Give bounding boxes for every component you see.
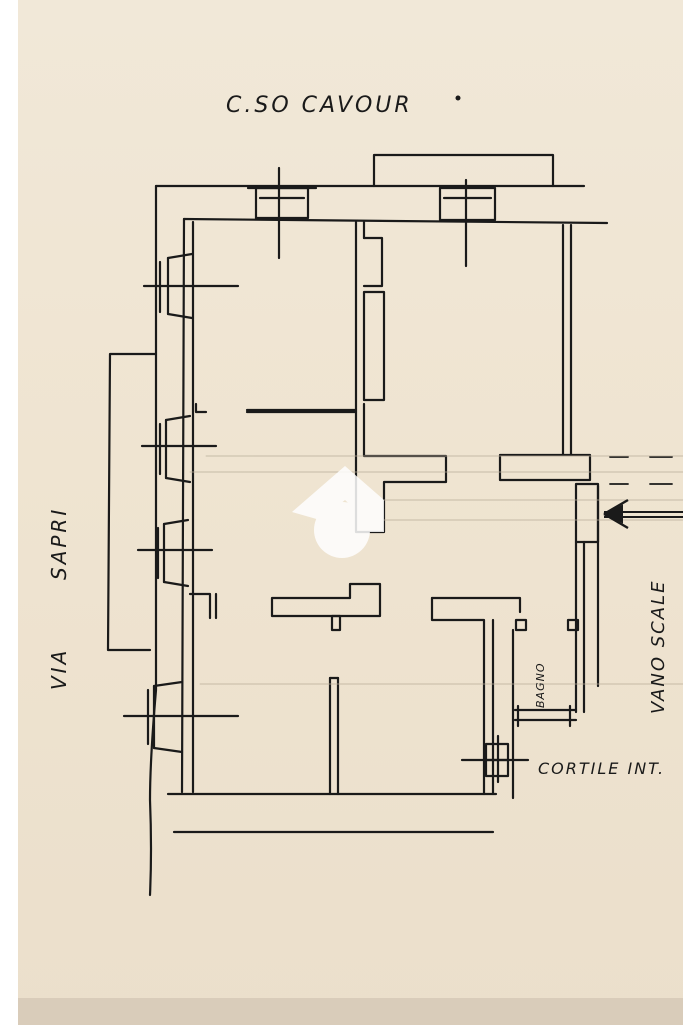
central-wall (354, 220, 448, 534)
stairs-label: VANO SCALE (648, 580, 669, 714)
lower-partition-left (188, 582, 382, 632)
left-exterior-wall (148, 184, 195, 897)
entrance-arrow-icon (603, 498, 683, 530)
top-street-label: C.SO CAVOUR (226, 93, 413, 118)
pencil-guides (189, 455, 683, 685)
ink-dot (455, 95, 461, 101)
lower-vertical-wall (328, 676, 340, 796)
left-street-label-1: VIA (47, 648, 71, 690)
bathroom-label-group: BAGNO (534, 663, 547, 708)
window-left-2 (140, 402, 218, 484)
landing-dashes (609, 456, 673, 485)
stairs-label-group: VANO SCALE (648, 580, 669, 714)
stair-entrance-wall (574, 482, 600, 714)
bathroom-label: BAGNO (534, 663, 547, 708)
right-room-wall (498, 223, 592, 482)
courtyard-label: CORTILE INT. (538, 759, 665, 778)
bottom-wall (166, 792, 498, 834)
left-balcony (106, 352, 158, 652)
window-left-3 (136, 518, 214, 588)
courtyard-window (460, 734, 530, 784)
window-left-4 (122, 680, 240, 754)
house-logo-icon (292, 466, 384, 558)
partition-left-room (245, 408, 358, 414)
top-facade-wall (154, 153, 609, 225)
left-street-label-2: SAPRI (47, 507, 71, 580)
lower-partition-right (430, 596, 580, 796)
window-top-right (438, 178, 497, 268)
left-street-label: VIA (47, 648, 71, 690)
paper-edge (18, 998, 683, 1025)
bathroom-walls (511, 628, 578, 800)
left-street-label-group: SAPRI (47, 507, 71, 580)
window-top-left (246, 166, 318, 260)
window-left-1 (142, 252, 240, 320)
